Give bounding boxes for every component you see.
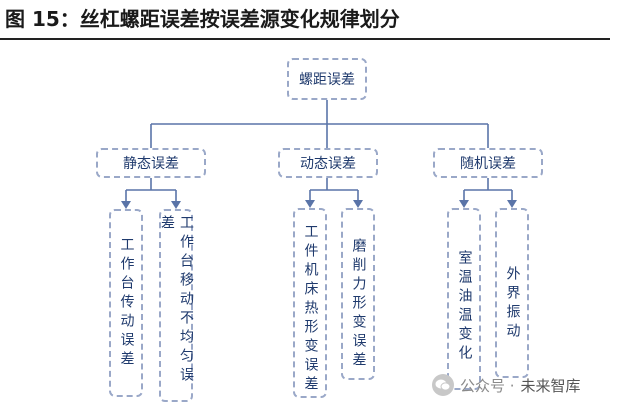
category-random-label: 随机误差 — [460, 156, 516, 172]
leaf-node: 磨削力形变误差 — [341, 208, 375, 380]
root-node: 螺距误差 — [287, 58, 367, 100]
leaf-label: 外界振动 — [504, 266, 521, 342]
category-static-node: 静态误差 — [96, 148, 206, 178]
leaf-node: 外界振动 — [495, 208, 529, 378]
leaf-label: 磨削力形变误差 — [350, 238, 367, 371]
wechat-icon — [432, 374, 454, 396]
caption-divider — [0, 38, 610, 40]
leaf-node: 工件机床热形变误差 — [293, 208, 327, 398]
leaf-node: 工作台传动误差 — [109, 209, 143, 397]
leaf-label: 工件机床热形变误差 — [302, 224, 319, 395]
leaf-label: 工作台移动不均匀误差 — [159, 215, 194, 386]
figure-caption: 图 15：丝杠螺距误差按误差源变化规律划分 — [5, 7, 400, 31]
root-label: 螺距误差 — [299, 72, 355, 88]
watermark: 公众号 · 未来智库 — [432, 372, 581, 398]
watermark-name: 未来智库 — [520, 376, 581, 395]
category-dynamic-node: 动态误差 — [278, 148, 378, 178]
category-static-label: 静态误差 — [123, 156, 179, 172]
leaf-label: 工作台传动误差 — [118, 237, 135, 370]
watermark-source: 公众号 · — [460, 376, 515, 395]
category-dynamic-label: 动态误差 — [300, 156, 356, 172]
leaf-label: 室温油温变化 — [456, 250, 473, 364]
leaf-node: 工作台移动不均匀误差 — [159, 209, 194, 402]
arrowheads — [121, 200, 517, 209]
leaf-node: 室温油温变化 — [447, 208, 481, 390]
category-random-node: 随机误差 — [433, 148, 543, 178]
